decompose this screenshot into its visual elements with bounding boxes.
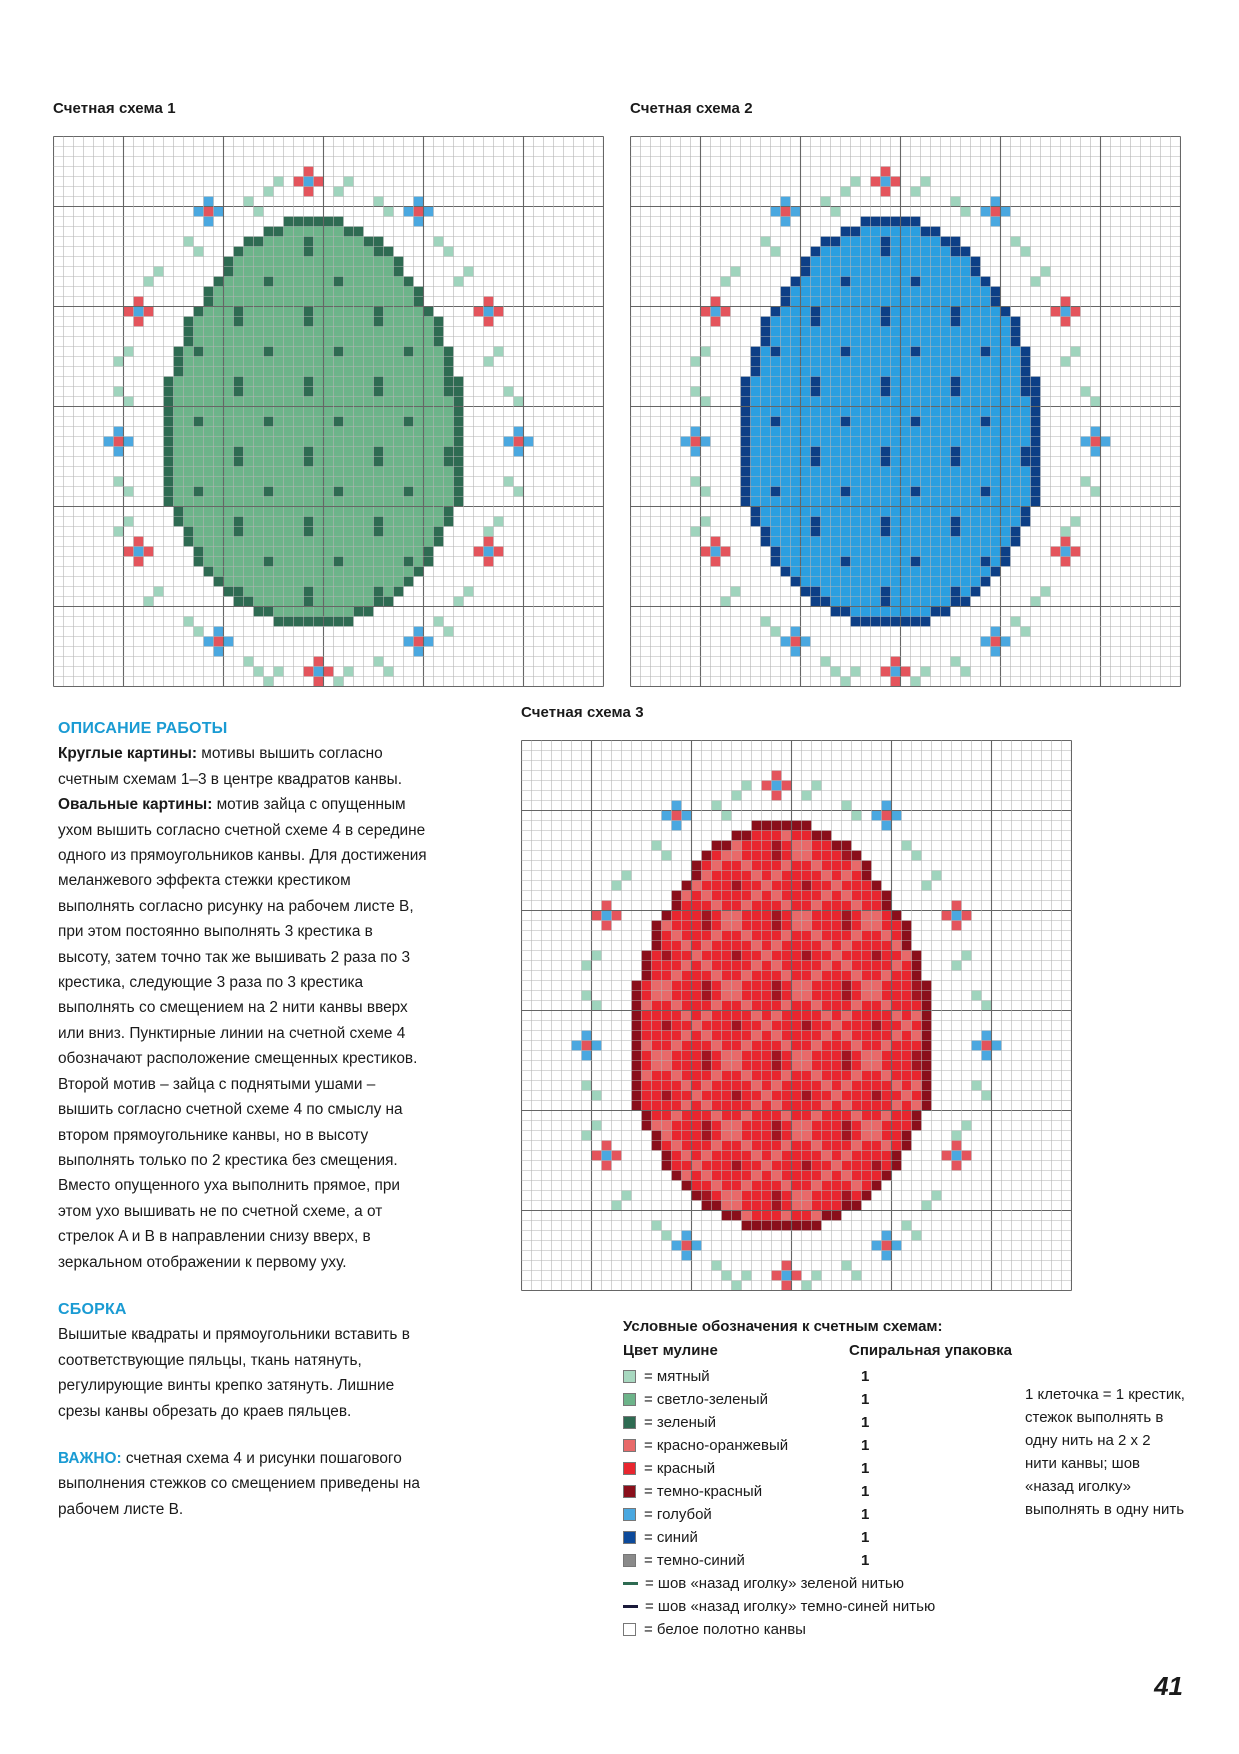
stitch-note: 1 клеточка = 1 крестик, стежок выполнять… <box>1025 1386 1185 1518</box>
legend-item-count: 1 <box>861 1390 870 1408</box>
color-swatch <box>623 1484 636 1498</box>
color-swatch <box>623 1438 636 1452</box>
important-paragraph: ВАЖНО: счетная схема 4 и рисунки пошагов… <box>58 1446 430 1522</box>
description-column: ОПИСАНИЕ РАБОТЫ Круглые картины: мотивы … <box>58 716 430 1522</box>
stitch-chart-svg <box>630 136 1181 687</box>
legend-item-label: = красно-оранжевый <box>644 1436 789 1454</box>
legend-line-item: = шов «назад иголку» зеленой нитью <box>623 1573 904 1593</box>
chart-2-title: Счетная схема 2 <box>630 100 753 117</box>
important-label: ВАЖНО: <box>58 1449 122 1467</box>
color-swatch <box>623 1622 636 1636</box>
legend-line-label: = шов «назад иголку» зеленой нитью <box>645 1574 904 1592</box>
legend-item-count: 1 <box>861 1551 870 1569</box>
page-number: 41 <box>1154 1671 1183 1701</box>
assembly-heading: СБОРКА <box>58 1300 127 1318</box>
color-swatch <box>623 1369 636 1383</box>
legend-title: Условные обозначения к счетным схемам: <box>623 1318 943 1335</box>
oval-paragraph: Овальные картины: мотив зайца с опущенны… <box>58 792 430 1071</box>
legend-line-item: = шов «назад иголку» темно-синей нитью <box>623 1596 935 1616</box>
legend-item-label: = зеленый <box>644 1413 717 1431</box>
round-paragraph: Круглые картины: мотивы вышить согласно … <box>58 741 430 792</box>
grid-lines <box>630 136 1181 687</box>
legend-col-pack: Спиральная упаковка <box>849 1342 1012 1359</box>
color-swatch <box>623 1507 636 1521</box>
legend-item-label: = голубой <box>644 1505 712 1523</box>
legend-item: = светло-зеленый 1 <box>623 1389 869 1409</box>
line-swatch <box>623 1581 638 1585</box>
grid-lines <box>53 136 604 687</box>
oval-label: Овальные картины: <box>58 796 213 814</box>
legend-item: = синий 1 <box>623 1527 869 1547</box>
second-motif-paragraph: Второй мотив – зайца с поднятыми ушами –… <box>58 1075 403 1271</box>
color-swatch <box>623 1530 636 1544</box>
chart-3-title: Счетная схема 3 <box>521 704 644 721</box>
stitch-cells <box>103 166 534 687</box>
legend-blank-label: = белое полотно канвы <box>644 1620 806 1638</box>
legend-item-count: 1 <box>861 1482 870 1500</box>
chart-2 <box>630 136 1181 687</box>
chart-3 <box>521 740 1072 1291</box>
legend-blank-item: = белое полотно канвы <box>623 1619 806 1639</box>
legend-item: = темно-красный 1 <box>623 1481 869 1501</box>
legend-item: = мятный 1 <box>623 1366 869 1386</box>
legend-item-label: = красный <box>644 1459 716 1477</box>
description-heading: ОПИСАНИЕ РАБОТЫ <box>58 720 228 737</box>
legend-col-color: Цвет мулине <box>623 1342 718 1359</box>
round-text: мотивы вышить согласно счетным схемам 1–… <box>58 745 402 788</box>
legend-item-count: 1 <box>861 1505 870 1523</box>
legend-item-label: = светло-зеленый <box>644 1390 768 1408</box>
legend-item-label: = мятный <box>644 1367 710 1385</box>
stitch-chart-svg <box>53 136 604 687</box>
legend-item-count: 1 <box>861 1459 870 1477</box>
chart-1-title: Счетная схема 1 <box>53 100 176 117</box>
color-swatch <box>623 1553 636 1567</box>
stitch-chart-svg <box>521 740 1072 1291</box>
line-swatch <box>623 1604 638 1608</box>
legend-item: = темно-синий 1 <box>623 1550 869 1570</box>
round-label: Круглые картины: <box>58 745 197 763</box>
legend-item: = зеленый 1 <box>623 1412 869 1432</box>
stitch-cells <box>680 166 1111 687</box>
color-swatch <box>623 1392 636 1406</box>
legend-item-count: 1 <box>861 1413 870 1431</box>
legend-item-label: = темно-красный <box>644 1482 763 1500</box>
legend-item-count: 1 <box>861 1367 870 1385</box>
grid-lines <box>521 740 1072 1291</box>
legend-item-count: 1 <box>861 1528 870 1546</box>
color-swatch <box>623 1461 636 1475</box>
legend-item-label: = темно-синий <box>644 1551 745 1569</box>
legend-item: = красно-оранжевый 1 <box>623 1435 869 1455</box>
assembly-text: Вышитые квадраты и прямоугольники встави… <box>58 1326 410 1420</box>
color-swatch <box>623 1415 636 1429</box>
legend-item-label: = синий <box>644 1528 698 1546</box>
legend-item-count: 1 <box>861 1436 870 1454</box>
legend-item: = красный 1 <box>623 1458 869 1478</box>
legend-line-label: = шов «назад иголку» темно-синей нитью <box>645 1597 936 1615</box>
stitch-cells <box>571 770 1002 1291</box>
chart-1 <box>53 136 604 687</box>
important-text: счетная схема 4 и рисунки пошагового вып… <box>58 1449 420 1518</box>
oval-text: мотив зайца с опущенным ухом вышить согл… <box>58 796 427 1068</box>
legend-item: = голубой 1 <box>623 1504 869 1524</box>
